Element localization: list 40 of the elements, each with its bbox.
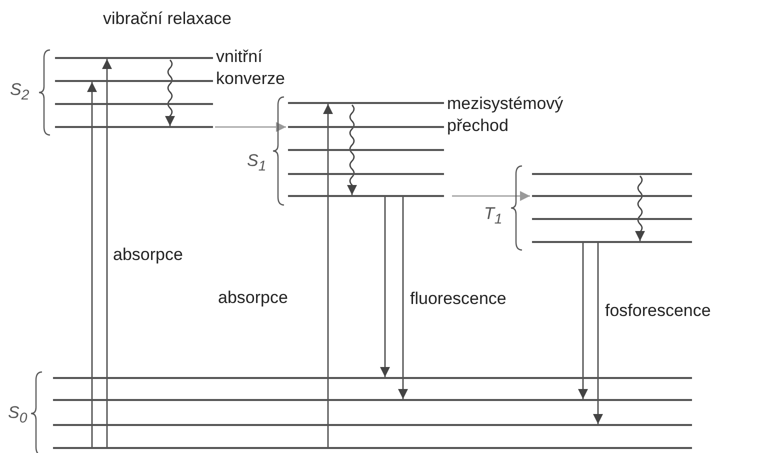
state-label: S$_{2}$ — [10, 79, 30, 106]
arrow — [593, 243, 603, 424]
energy-level-line — [55, 103, 213, 105]
arrow — [323, 104, 333, 447]
energy-level-line — [532, 173, 692, 175]
state-label: T$_{1}$ — [484, 203, 502, 230]
energy-level-line — [532, 241, 692, 243]
edge-label: mezisystémový přechod — [447, 93, 564, 137]
edge-label: fluorescence — [410, 288, 506, 310]
energy-level-line — [288, 173, 444, 175]
energy-level-line — [53, 424, 692, 426]
arrow — [398, 197, 408, 399]
state-label: S$_{1}$ — [247, 150, 266, 176]
energy-level-line — [55, 126, 213, 128]
energy-level-line — [53, 399, 692, 401]
process-label: vibrační relaxace — [103, 8, 232, 30]
arrow — [102, 59, 112, 447]
energy-level-line — [55, 80, 213, 82]
energy-level-line — [55, 57, 213, 59]
arrow — [215, 122, 286, 132]
energy-level-line — [288, 126, 444, 128]
wavy-arrow — [347, 104, 357, 195]
state-label: S$_{0}$ — [8, 402, 28, 428]
energy-level-line — [288, 102, 444, 104]
edge-label: fosforescence — [605, 300, 711, 322]
arrow — [87, 82, 97, 447]
energy-level-line — [288, 149, 444, 151]
wavy-arrow — [635, 176, 645, 241]
wavy-arrow — [165, 60, 175, 126]
edge-label: absorpce — [113, 244, 183, 266]
arrow — [578, 243, 588, 399]
edge-label: vnitřní konverze — [216, 46, 286, 90]
energy-level-line — [288, 195, 444, 197]
energy-level-line — [532, 195, 692, 197]
edge-label: absorpce — [218, 287, 288, 309]
energy-level-line — [53, 447, 692, 449]
arrow — [452, 191, 530, 201]
energy-level-line — [53, 377, 692, 379]
arrow — [380, 197, 390, 377]
energy-level-line — [532, 218, 692, 220]
